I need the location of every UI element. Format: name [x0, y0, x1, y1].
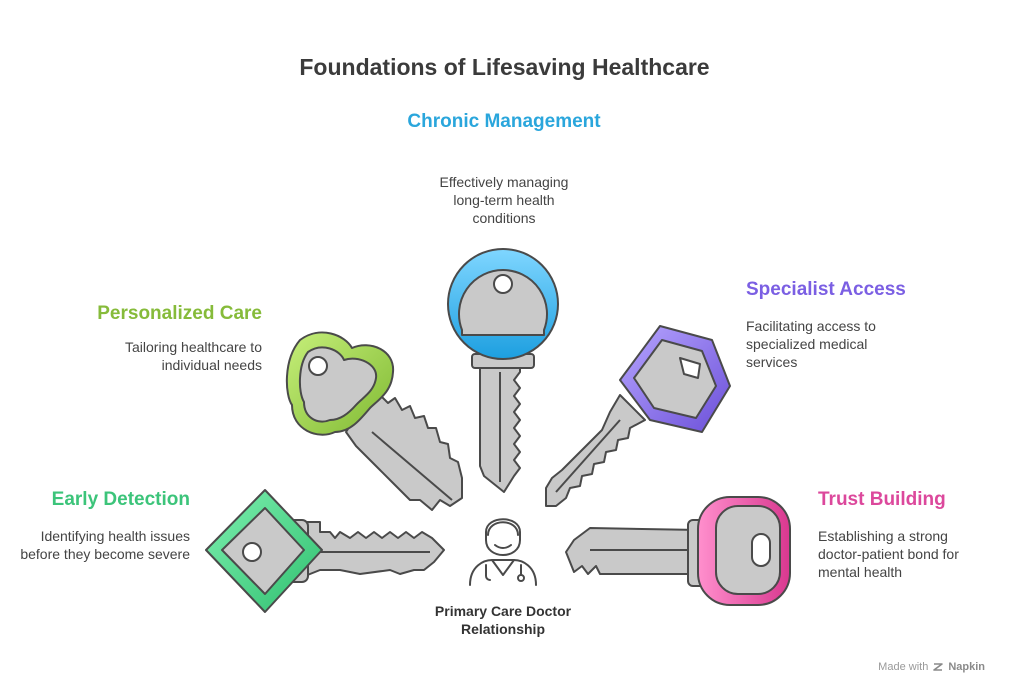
doctor-icon [469, 518, 537, 586]
trust-building-key [565, 496, 791, 606]
personalized-care-key [285, 331, 463, 511]
personalized-care-heading: Personalized Care [97, 303, 262, 324]
early-detection-key [205, 489, 445, 613]
specialist-access-description: Facilitating access to specialized medic… [746, 318, 876, 370]
page-title: Foundations of Lifesaving Healthcare [299, 54, 710, 80]
trust-building-description: Establishing a strong doctor-patient bon… [818, 528, 959, 580]
footer: Made with Napkin [878, 661, 985, 673]
specialist-access-heading: Specialist Access [746, 279, 906, 300]
napkin-logo-icon [933, 663, 944, 671]
chronic-management-description: Effectively managing long-term health co… [439, 174, 569, 226]
made-with-text: Made with [878, 661, 929, 673]
hub-label: Primary Care Doctor Relationship [434, 603, 572, 637]
early-detection-description: Identifying health issues before they be… [20, 528, 190, 562]
napkin-brand: Napkin [948, 661, 985, 673]
early-detection-heading: Early Detection [51, 489, 190, 510]
trust-building-heading: Trust Building [818, 489, 946, 510]
personalized-care-description: Tailoring healthcare to individual needs [125, 339, 262, 373]
chronic-management-key [447, 248, 559, 493]
specialist-access-key [545, 325, 731, 507]
chronic-management-heading: Chronic Management [407, 111, 601, 132]
